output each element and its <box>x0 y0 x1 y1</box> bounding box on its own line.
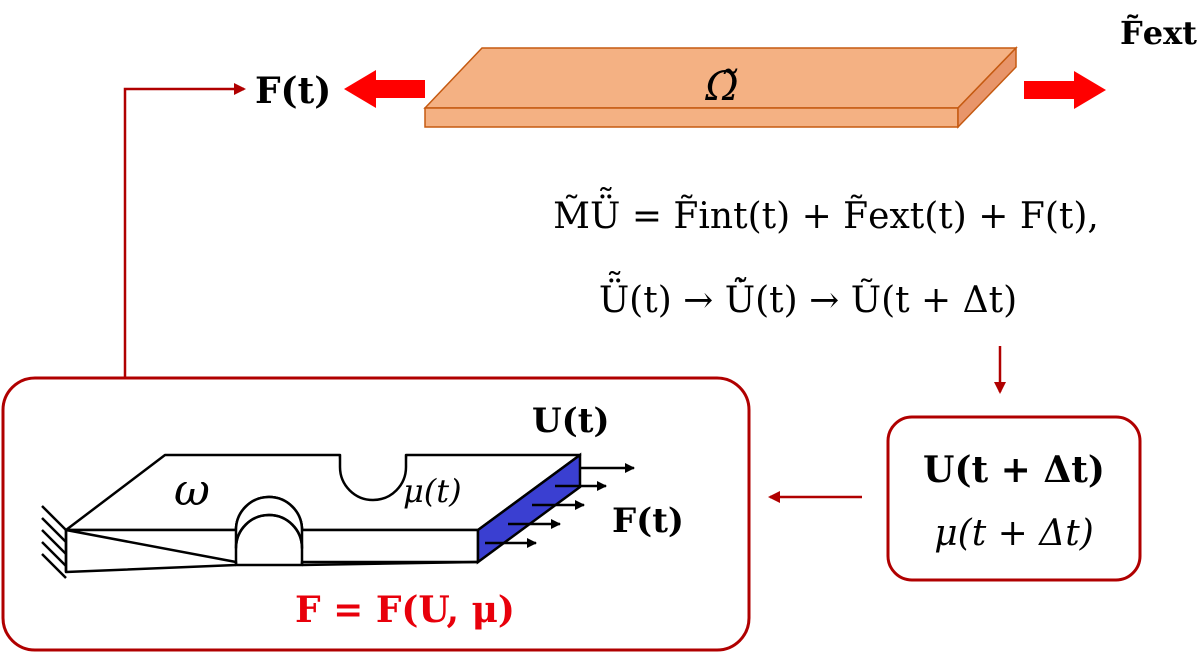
state-update-box <box>886 415 1142 582</box>
state-parameter: μ(t + Δt) <box>934 513 1093 554</box>
boundary-displacement-label: U(t) <box>532 401 610 441</box>
traction-arrows <box>485 463 635 548</box>
parameter-label: μ(t) <box>403 472 462 510</box>
coupling-force-label: F(t) <box>255 70 331 112</box>
macro-domain-label: Ω̃ <box>704 64 738 110</box>
feedback-line <box>123 83 246 378</box>
time-integration-chain: Ü̃(t) → U̇̃(t) → Ũ(t + Δt) <box>599 272 1017 321</box>
boundary-force-label: F(t) <box>612 501 684 541</box>
state-displacement: U(t + Δt) <box>923 449 1105 491</box>
external-force-label: F̃ext(t) <box>1120 14 1200 52</box>
force-relation: F = F(U, μ) <box>295 589 515 631</box>
macro-plate <box>423 46 1018 129</box>
equation-of-motion: M̃Ü̃ = F̃int(t) + F̃ext(t) + F(t), <box>553 188 1099 237</box>
micro-domain-label: ω <box>174 465 210 516</box>
force-arrow-icon <box>344 70 425 108</box>
external-force-arrow-icon <box>1024 71 1106 109</box>
